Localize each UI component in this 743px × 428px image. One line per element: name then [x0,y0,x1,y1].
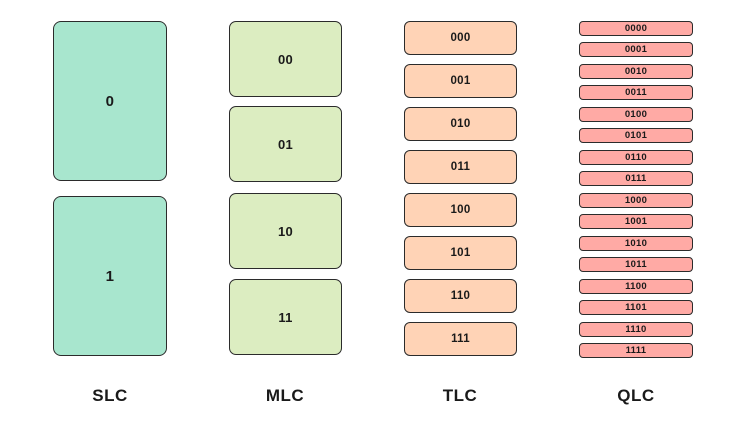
qlc-state-cell: 1110 [579,322,693,337]
qlc-state-cell: 1111 [579,343,693,358]
qlc-state-cell: 0010 [579,64,693,79]
qlc-state-cell: 1010 [579,236,693,251]
tlc-state-cell: 001 [404,64,517,98]
mlc-state-cell: 11 [229,279,342,355]
tlc-state-cell: 110 [404,279,517,313]
qlc-state-cell: 1001 [579,214,693,229]
qlc-state-cell: 1011 [579,257,693,272]
slc-label: SLC [92,386,128,405]
tlc-state-cell: 011 [404,150,517,184]
mlc-state-cell: 01 [229,106,342,182]
slc-state-cell: 1 [53,196,167,356]
qlc-state-cell: 0111 [579,171,693,186]
slc-state-cell: 0 [53,21,167,181]
qlc-state-cell: 0100 [579,107,693,122]
tlc-label: TLC [442,386,478,405]
qlc-state-cell: 0110 [579,150,693,165]
qlc-state-cell: 0000 [579,21,693,36]
tlc-state-cell: 111 [404,322,517,356]
tlc-state-cell: 101 [404,236,517,270]
qlc-state-cell: 1000 [579,193,693,208]
mlc-state-cell: 10 [229,193,342,269]
qlc-state-cell: 1101 [579,300,693,315]
mlc-label: MLC [265,386,305,405]
qlc-state-cell: 0001 [579,42,693,57]
qlc-state-cell: 1100 [579,279,693,294]
qlc-state-cell: 0101 [579,128,693,143]
tlc-state-cell: 100 [404,193,517,227]
qlc-state-cell: 0011 [579,85,693,100]
qlc-label: QLC [617,386,655,405]
mlc-state-cell: 00 [229,21,342,97]
tlc-state-cell: 010 [404,107,517,141]
tlc-state-cell: 000 [404,21,517,55]
